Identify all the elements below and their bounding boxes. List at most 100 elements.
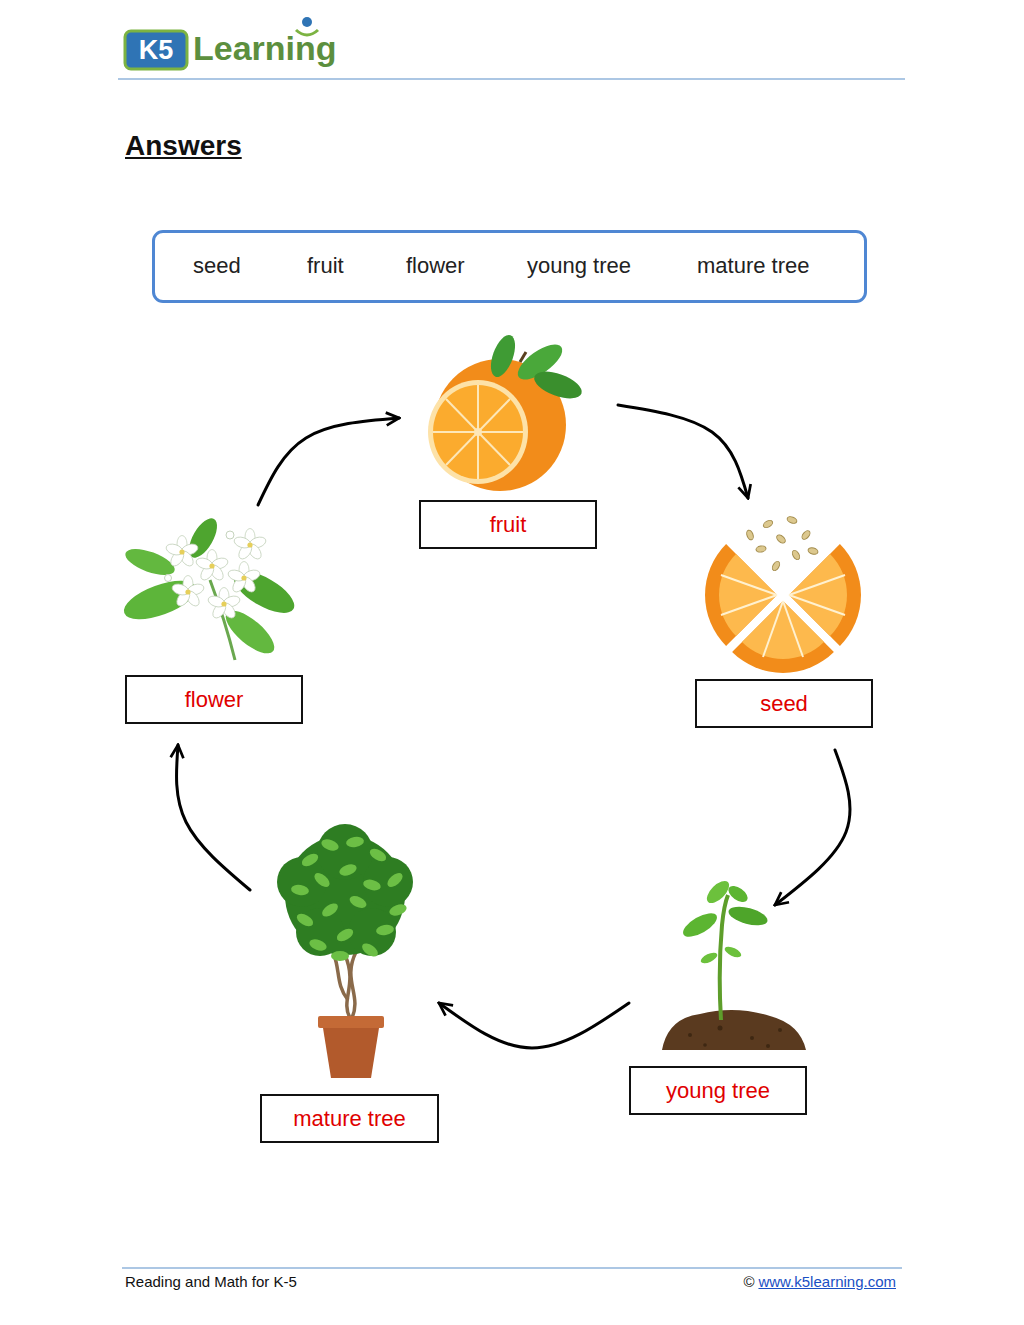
orange-seed-picture-part-part <box>762 519 774 529</box>
sprout-picture-part-part <box>766 1044 770 1048</box>
logo-graphic-part <box>302 17 312 27</box>
footer-text: Reading and Math for K-5 <box>125 1273 297 1291</box>
potted-tree-picture-part <box>277 824 413 956</box>
orange-seed-picture-part-part <box>791 549 801 561</box>
orange-fruit-picture-part-part <box>478 432 510 465</box>
blossom-picture-part <box>195 550 229 583</box>
potted-tree-picture-part-part <box>320 837 340 853</box>
life-stage: seed <box>695 498 873 750</box>
cycle-arrow <box>439 1003 629 1048</box>
potted-tree-picture-part-part <box>338 862 358 878</box>
orange-fruit-picture-part-part <box>433 431 478 433</box>
word-choice: mature tree <box>697 251 810 281</box>
potted-tree-picture-part-part <box>351 952 356 1018</box>
orange-seed-picture <box>705 515 861 673</box>
orange-seed-picture-part-part <box>783 601 803 657</box>
footer-rule <box>122 1267 902 1268</box>
potted-tree-picture-part-part <box>290 884 309 897</box>
orange-seed-picture-part <box>719 554 777 636</box>
potted-tree-picture-part-part <box>363 857 413 907</box>
sprout-picture-part <box>703 877 733 907</box>
potted-tree-picture-part-part <box>348 894 369 911</box>
orange-seed-picture-part-part <box>789 595 845 615</box>
life-stage: mature tree <box>250 830 439 1143</box>
orange-fruit-picture-part <box>433 385 523 479</box>
word-choice: flower <box>406 251 465 281</box>
cycle-arrow <box>258 418 399 505</box>
potted-tree-picture-part <box>318 1016 384 1028</box>
potted-tree-picture-part-part <box>295 911 316 929</box>
orange-fruit-picture-part-part <box>478 431 523 433</box>
potted-tree-picture-part-part <box>334 955 348 1000</box>
answer-text: young tree <box>666 1077 770 1105</box>
potted-tree-picture-part-part <box>312 870 332 889</box>
sprout-picture-part <box>662 1010 806 1050</box>
sprout-picture-part <box>699 951 719 966</box>
sprout-picture-part <box>720 895 728 1020</box>
word-bank-box: seed fruit flower young tree mature tree <box>152 230 867 303</box>
orange-fruit-picture-part <box>428 380 528 484</box>
orange-fruit-picture-part-part <box>477 385 479 432</box>
orange-seed-picture-part <box>721 575 845 657</box>
sprout-picture-part <box>680 909 721 942</box>
potted-tree-picture-part-part <box>317 824 373 880</box>
potted-tree-picture-part-part <box>385 870 405 889</box>
potted-tree-picture-part-part <box>300 851 321 869</box>
cycle-arrow <box>176 745 250 890</box>
answer-box: seed <box>695 679 873 728</box>
orange-fruit-picture-part <box>531 366 586 404</box>
orange-fruit-picture <box>428 332 585 491</box>
answer-box: mature tree <box>260 1094 439 1143</box>
sprout-picture-part <box>726 883 751 905</box>
orange-seed-picture-part-part <box>786 515 797 524</box>
cycle-arrow <box>775 750 850 905</box>
footer-link: www.k5learning.com <box>758 1273 896 1291</box>
potted-tree-picture-part <box>334 952 356 1018</box>
orange-fruit-picture-part <box>474 428 482 436</box>
copyright-sign: © <box>743 1273 754 1291</box>
life-stage: fruit <box>399 335 618 549</box>
orange-fruit-picture-part-part <box>477 432 479 479</box>
orange-fruit-picture-part <box>486 332 520 380</box>
logo-graphic-part <box>125 31 187 69</box>
word-choice: young tree <box>527 251 631 281</box>
potted-tree-picture-part-part <box>345 836 364 849</box>
page-title: Answers <box>125 129 242 163</box>
answer-box: young tree <box>629 1066 807 1115</box>
orange-fruit-picture-part-part <box>446 432 478 465</box>
sprout-picture-part <box>688 1026 782 1049</box>
orange-seed-picture-part-part <box>800 529 811 541</box>
orange-seed-picture-part-part <box>721 595 777 615</box>
blossom-picture <box>119 514 300 661</box>
word-choice: seed <box>193 251 241 281</box>
answer-text: fruit <box>490 511 527 539</box>
cycle-arrow <box>618 405 748 498</box>
potted-tree-picture-part <box>290 836 408 961</box>
potted-tree-picture-part-part <box>308 937 328 953</box>
potted-tree-picture-part-part <box>345 955 350 1018</box>
potted-tree-picture-part-part <box>320 901 340 920</box>
orange-fruit-picture-part <box>433 385 523 479</box>
logo-mark: K5 <box>125 31 187 69</box>
sprout-picture-part <box>723 945 743 960</box>
answer-text: mature tree <box>293 1105 406 1133</box>
potted-tree-picture-part <box>323 1028 379 1078</box>
life-stage: flower <box>125 505 303 745</box>
orange-seed-picture-part-part <box>745 529 754 540</box>
blossom-picture-part <box>207 588 241 621</box>
potted-tree-picture-part-part <box>375 924 394 937</box>
blossom-picture-part <box>226 531 234 539</box>
word-choice: fruit <box>307 251 344 281</box>
orange-fruit-picture-part-part <box>478 399 510 432</box>
potted-tree-picture-part-part <box>368 846 389 864</box>
potted-tree-picture-part-part <box>331 951 349 961</box>
potted-tree-picture-part-part <box>360 941 380 960</box>
answer-box: flower <box>125 675 303 724</box>
orange-seed-picture-part-part <box>771 560 781 572</box>
sprout-picture-part-part <box>778 1028 782 1032</box>
blossom-picture-part <box>165 536 199 569</box>
blossom-picture-part <box>171 576 205 609</box>
